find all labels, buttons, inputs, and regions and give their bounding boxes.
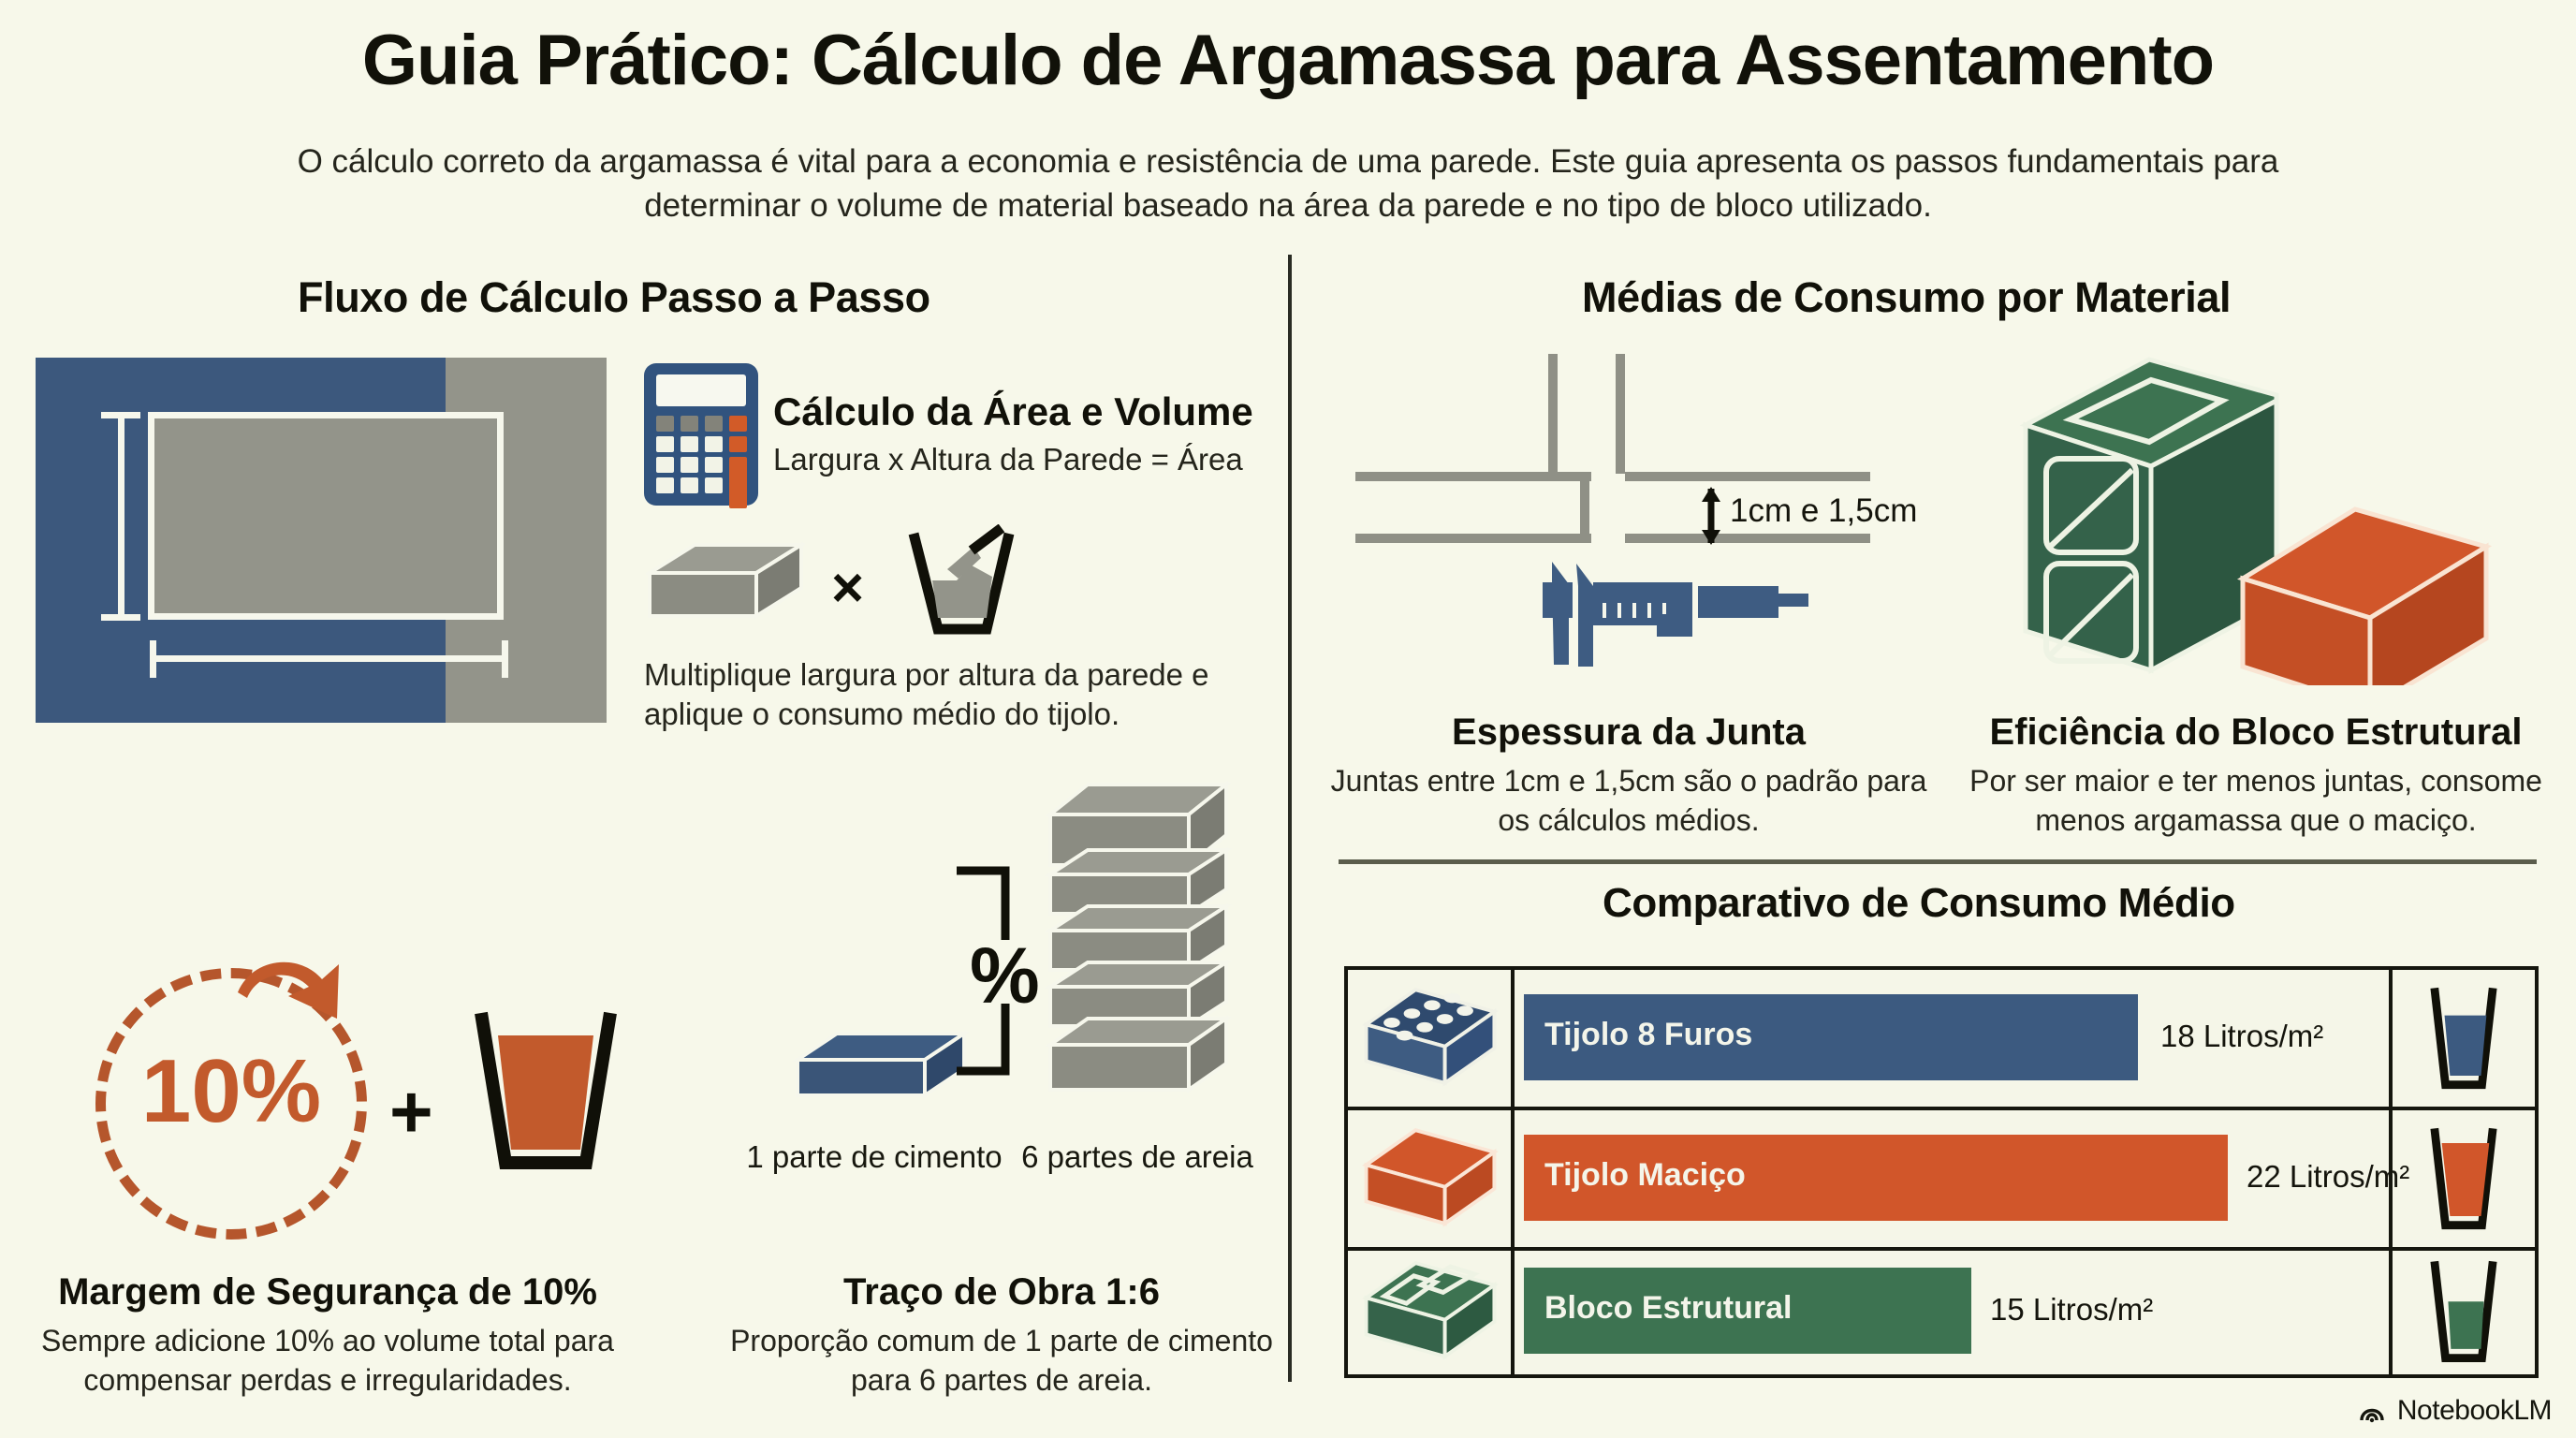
measure-glass-icon	[2430, 1260, 2497, 1363]
bar-tijolo-macico	[1524, 1135, 2228, 1221]
joint-horizontal-right-lower	[1625, 534, 1870, 543]
page-title: Guia Prático: Cálculo de Argamassa para …	[361, 21, 2215, 100]
joint-horizontal-left-upper	[1355, 472, 1591, 481]
width-dimension-line	[150, 655, 507, 662]
ratio-bracket	[957, 866, 1010, 1076]
brick-icon	[646, 541, 805, 620]
block-efficiency-title: Eficiência do Bloco Estrutural	[1989, 712, 2523, 753]
caliper-icon	[1543, 562, 1808, 667]
mortar-bucket-icon	[908, 524, 1015, 635]
solid-brick-icon	[1362, 1128, 1499, 1227]
width-dimension-cap-right	[502, 640, 508, 678]
height-dimension-cap-bottom	[101, 614, 140, 621]
joint-thickness-body: Juntas entre 1cm e 1,5cm são o padrão pa…	[1330, 764, 1927, 837]
right-section-title: Médias de Consumo por Material	[1582, 273, 2232, 321]
step-area-volume-formula: Largura x Altura da Parede = Área	[773, 442, 1243, 477]
safety-margin-body: Sempre adicione 10% ao volume total para…	[41, 1324, 614, 1397]
structural-block-icon	[2019, 357, 2279, 675]
table-row: Bloco Estrutural 15 Litros/m²	[1348, 1243, 2535, 1378]
multiply-symbol: ×	[831, 556, 865, 619]
joint-vertical-upper	[1548, 354, 1558, 474]
mix-ratio-title: Traço de Obra 1:6	[843, 1271, 1160, 1313]
dashed-circle-icon	[95, 968, 367, 1240]
measure-glass-icon	[2430, 987, 2497, 1090]
refresh-arrow-icon	[238, 961, 339, 1019]
plus-symbol: +	[389, 1070, 433, 1153]
page-subtitle: O cálculo correto da argamassa é vital p…	[297, 143, 2279, 224]
bar-value: 18 Litros/m²	[2160, 1019, 2324, 1053]
hollow-brick-icon	[1362, 988, 1499, 1087]
row-glass-cell	[2389, 1243, 2535, 1378]
watermark: NotebookLM	[2358, 1395, 2553, 1427]
row-bar-cell: Tijolo 8 Furos 18 Litros/m²	[1515, 970, 2385, 1107]
joint-vertical-middle	[1580, 472, 1589, 536]
bar-tijolo-8-furos	[1524, 994, 2138, 1080]
multiply-description: Multiplique largura por altura da parede…	[644, 657, 1209, 732]
consumption-comparison-table: Tijolo 8 Furos 18 Litros/m²	[1344, 966, 2539, 1378]
block-comparison-illustration	[2019, 357, 2493, 685]
wall-inner-rect	[148, 412, 504, 620]
cement-block-icon	[792, 1030, 970, 1099]
bar-label: Tijolo 8 Furos	[1544, 1017, 1753, 1052]
row-bar-cell: Bloco Estrutural 15 Litros/m²	[1515, 1243, 2385, 1378]
joint-vertical-upper-2	[1616, 354, 1625, 474]
mix-ratio-illustration: % 1 parte de cimento 6 partes de areia	[739, 777, 1264, 1226]
percent-symbol: %	[970, 932, 1040, 1020]
watermark-label: NotebookLM	[2396, 1395, 2553, 1426]
height-dimension-line	[118, 414, 124, 620]
joint-dimension-label: 1cm e 1,5cm	[1730, 492, 1918, 529]
multiply-row: ×	[646, 524, 1039, 646]
safety-margin-illustration: 10% +	[56, 936, 637, 1245]
bar-value: 22 Litros/m²	[2247, 1159, 2410, 1194]
joint-dimension-arrow	[1702, 487, 1720, 545]
left-section-title: Fluxo de Cálculo Passo a Passo	[298, 273, 930, 321]
notebooklm-icon	[2360, 1408, 2384, 1423]
ten-percent-badge: 10%	[140, 1041, 322, 1141]
calculator-icon	[644, 363, 758, 508]
structural-block-icon	[1362, 1261, 1499, 1360]
bar-value: 15 Litros/m²	[1990, 1292, 2154, 1327]
step-area-volume-title: Cálculo da Área e Volume	[773, 389, 1253, 433]
table-row: Tijolo Maciço 22 Litros/m²	[1348, 1107, 2535, 1251]
sand-part-label: 6 partes de areia	[1021, 1139, 1253, 1174]
column-divider	[1288, 255, 1292, 1382]
wall-area-diagram	[36, 358, 607, 723]
block-efficiency-body: Por ser maior e ter menos juntas, consom…	[1969, 764, 2542, 837]
full-bucket-icon	[475, 1011, 617, 1169]
mix-ratio-body: Proporção comum de 1 parte de cimento pa…	[730, 1324, 1273, 1397]
row-glass-cell	[2389, 1110, 2535, 1247]
bar-bloco-estrutural	[1524, 1268, 1971, 1354]
measure-glass-icon	[2430, 1127, 2497, 1230]
cement-part-label: 1 parte de cimento	[746, 1139, 1003, 1174]
right-section-divider	[1339, 859, 2537, 864]
solid-brick-icon	[2236, 506, 2493, 685]
table-row: Tijolo 8 Furos 18 Litros/m²	[1348, 970, 2535, 1107]
row-icon-cell	[1348, 1243, 1515, 1378]
bar-label: Bloco Estrutural	[1544, 1290, 1793, 1326]
joint-horizontal-left-lower	[1355, 534, 1591, 543]
row-icon-cell	[1348, 1110, 1515, 1247]
sand-stack-icon	[1045, 780, 1232, 1093]
joint-horizontal-right-upper	[1625, 472, 1870, 481]
bar-label: Tijolo Maciço	[1544, 1157, 1746, 1193]
safety-margin-title: Margem de Segurança de 10%	[58, 1271, 597, 1313]
comparison-title: Comparativo de Consumo Médio	[1603, 880, 2235, 926]
joint-thickness-title: Espessura da Junta	[1452, 712, 1806, 753]
joint-thickness-diagram	[1355, 354, 1936, 590]
row-glass-cell	[2389, 970, 2535, 1107]
row-icon-cell	[1348, 970, 1515, 1107]
row-bar-cell: Tijolo Maciço 22 Litros/m²	[1515, 1110, 2409, 1247]
